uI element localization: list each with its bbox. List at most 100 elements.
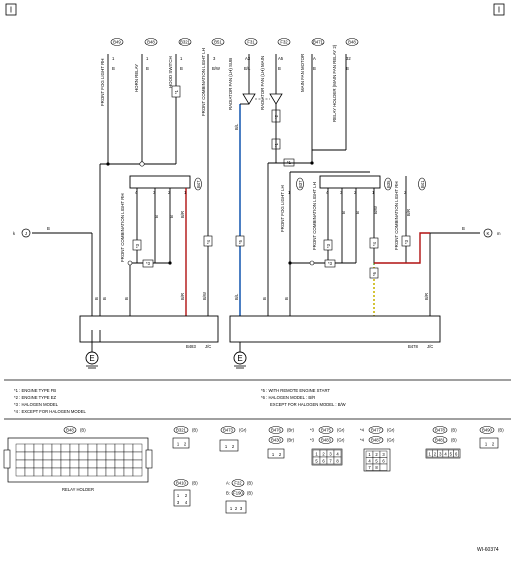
tag-box [235, 235, 245, 247]
left-lamp-pin-4: 1 [184, 190, 187, 195]
left-lamp-pin-1: 4 [135, 190, 138, 195]
pin-cell [60, 451, 71, 461]
pin-cell [69, 459, 80, 469]
pin-cell [132, 467, 143, 477]
pin-cell [114, 443, 125, 453]
pin-cell [87, 451, 98, 461]
note-1: *1 : ENGINE TYPE FB [14, 388, 56, 393]
b430-color: (Br) [287, 438, 295, 443]
connector-b410: B410 (B) 1 2 3 4 [173, 479, 198, 507]
pin-cell [51, 459, 62, 469]
right-lamp-lh-pin-2: 3 [340, 190, 343, 195]
right-lamp-rh-name: FRONT COMBINATION LIGHT RH [394, 181, 399, 250]
right-lamp-lh-wire-1: B [341, 211, 346, 214]
right-lamp-lh-pin-3: 2 [354, 190, 357, 195]
pin-cell [96, 459, 107, 469]
left-bus-1: B [94, 297, 99, 300]
junction-node [127, 260, 133, 266]
left-comp-name-2: HORN RELAY [134, 64, 139, 92]
left-bus-5: B/R [180, 293, 185, 300]
pin-cell [42, 467, 53, 477]
b473-pin1: 1 [225, 444, 228, 449]
pin-number: 6 [322, 459, 325, 464]
pin-number: 3 [439, 452, 442, 457]
pin-number: 5 [450, 452, 453, 457]
b490-pin1: 1 [485, 442, 488, 447]
pin-cell [15, 451, 26, 461]
pin-number: 6 [382, 459, 385, 464]
right-comp-name-4: RELAY HOLDER (MAIN FAN RELAY 2) [332, 44, 337, 122]
left-comp-name-4: FRONT COMBINATION LIGHT LH [201, 48, 206, 116]
right-wire-2: B [278, 66, 281, 71]
right-pin-4: 32 [346, 56, 351, 61]
connector-b490: B490 (B) 1 2 [479, 426, 504, 449]
right-bus-1: B/L [234, 293, 239, 300]
right-comp-name-2: RADIATOR FAN (LH) MAIN [260, 56, 265, 110]
connector-b321: B321 (B) 1 2 [172, 426, 198, 449]
left-top-components: B49 B48 B321 B51 FRONT FOG LIGHT RH HORN… [100, 38, 225, 116]
pin-cell [105, 467, 116, 477]
pin-cell [123, 459, 134, 469]
pin-cell [42, 459, 53, 469]
note-2: *2 : ENGINE TYPE EZ [14, 395, 56, 400]
pin-cell [96, 443, 107, 453]
right-top-components: F31 F32 B471 B48 RADIATOR FAN (LH) SUB R… [228, 38, 359, 122]
tag-box [142, 259, 154, 268]
conn-label-b48r: B48 [348, 40, 356, 45]
pin-number: 5 [315, 459, 318, 464]
terminal-k-label: K [487, 231, 490, 236]
ground-right-label: E [237, 354, 242, 363]
tag-s1-r2: *1 [287, 160, 292, 165]
tag-box [324, 259, 336, 268]
bl-wire-label: B/L [234, 123, 239, 130]
f190-pin2: 2 [235, 506, 238, 511]
relay-holder-caption: RELAY HOLDER [62, 487, 94, 492]
f22-pre: A: [226, 481, 230, 486]
left-pin-2: 1 [146, 56, 149, 61]
pin-cell [132, 451, 143, 461]
f22-color: (B) [247, 481, 253, 486]
left-lamp-pin-3: 2 [168, 190, 171, 195]
left-lamp-wire-3: B/R [180, 211, 185, 218]
right-ext-wire: B [462, 226, 465, 231]
ground-left-label: E [89, 354, 94, 363]
f190-pin3: 3 [240, 506, 243, 511]
b481-id: B481 [435, 438, 445, 443]
right-pin-3: A [313, 56, 316, 61]
pin-number: 4 [444, 452, 447, 457]
left-lamp-wire-2: B [169, 215, 174, 218]
conn-label-b41: B41 [420, 180, 425, 188]
pin-number: 1 [368, 452, 371, 457]
pin-cell [379, 463, 388, 471]
tag-s4: *4 [206, 239, 211, 244]
conn-label-b321: B321 [180, 40, 190, 45]
pin-cell [60, 467, 71, 477]
b481-color: (B) [451, 438, 457, 443]
fog-lh-name: FRONT FOG LIGHT LH [280, 185, 285, 232]
fog-lh-pin: 1 [288, 190, 291, 195]
b473-pin2: 2 [232, 444, 235, 449]
note-3: *3 : HALOGEN MODEL [14, 402, 59, 407]
pin-cell [60, 459, 71, 469]
pin-number: 2 [322, 452, 325, 457]
b321-pin1: 1 [177, 442, 180, 447]
b477-id: B477 [371, 428, 381, 433]
pin-cell [96, 451, 107, 461]
pin-cell [24, 467, 35, 477]
left-comp-name-3: HOOD SWITCH [168, 56, 173, 88]
right-comp-name-1: RADIATOR FAN (LH) SUB [228, 58, 233, 110]
pin-number: 7 [368, 465, 371, 470]
pin-number: 1 [428, 452, 431, 457]
pin-cell [114, 459, 125, 469]
conn-oval-b37 [296, 177, 304, 191]
pin-cell [105, 459, 116, 469]
right-bus-5: B/R [424, 293, 429, 300]
conn-label-f32: F32 [280, 40, 288, 45]
right-comp-name-3: MAIN FAN MOTOR [300, 54, 305, 92]
right-bus-3: B [284, 297, 289, 300]
left-pin-1: 1 [112, 56, 115, 61]
